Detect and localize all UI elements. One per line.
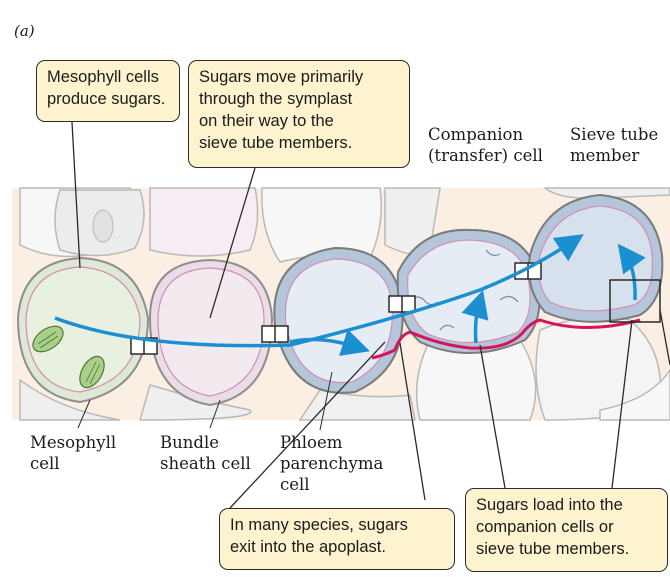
bundle-sheath-cell — [150, 260, 272, 405]
label-phloem-parenchyma-cell: Phloem parenchyma cell — [280, 432, 383, 495]
callout-symplast-move: Sugars move primarily through the sympla… — [188, 60, 410, 168]
callout-mesophyll-produce: Mesophyll cells produce sugars. — [36, 60, 180, 122]
background-chloroplast — [93, 210, 113, 242]
callout-sugars-load: Sugars load into the companion cells or … — [465, 488, 668, 572]
label-mesophyll-cell: Mesophyll cell — [30, 432, 116, 474]
label-sieve-tube-member: Sieve tube member — [570, 124, 658, 166]
callout-apoplast-exit: In many species, sugars exit into the ap… — [219, 508, 455, 570]
panel-label: (a) — [14, 22, 35, 40]
label-companion-cell: Companion (transfer) cell — [428, 124, 543, 166]
label-bundle-sheath-cell: Bundle sheath cell — [160, 432, 251, 474]
